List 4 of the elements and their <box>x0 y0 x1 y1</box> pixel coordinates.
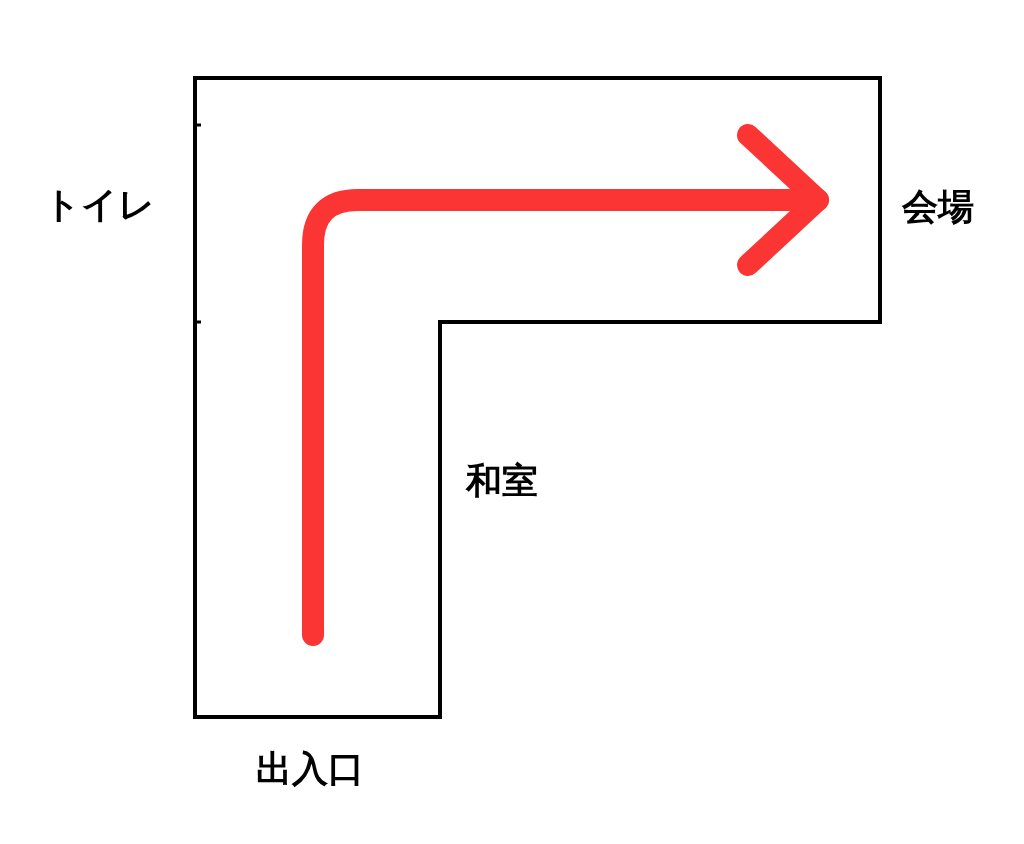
room-label: 和室 <box>466 459 538 503</box>
room-label: 会場 <box>902 185 974 229</box>
room-label: 出入口 <box>256 747 364 791</box>
room-label: トイレ <box>44 183 155 227</box>
